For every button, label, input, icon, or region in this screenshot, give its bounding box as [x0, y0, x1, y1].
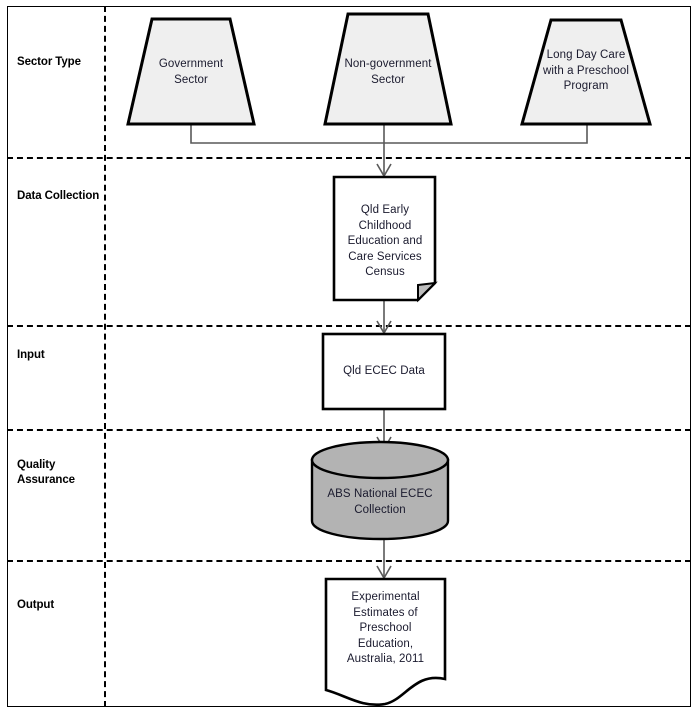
row-label-quality-assurance: Quality Assurance — [17, 459, 75, 486]
diagram-outer-border — [7, 6, 691, 707]
row-label-sector-type: Sector Type — [17, 56, 81, 68]
row-divider-sector-type — [7, 157, 691, 159]
node-qld-ecec-census[interactable] — [332, 175, 438, 303]
node-experimental-estimates[interactable] — [324, 577, 447, 707]
node-label-qld-ecec-census: Qld Early Childhood Education and Care S… — [347, 204, 423, 278]
row-label-output: Output — [17, 599, 55, 611]
node-abs-national-ecec-collection[interactable] — [310, 440, 450, 541]
left-branch-connector — [190, 124, 384, 144]
row-divider-quality-assurance — [7, 560, 691, 562]
node-government-sector[interactable] — [126, 17, 256, 126]
node-label-non-government-sector: Non-government Sector — [344, 58, 432, 86]
node-label-abs-national-ecec-collection: ABS National ECEC Collection — [327, 488, 433, 516]
census-to-data-arrow — [376, 300, 392, 335]
node-label-experimental-estimates: Experimental Estimates of Preschool Educ… — [346, 591, 425, 665]
node-label-long-day-care-preschool: Long Day Care with a Preschool Program — [543, 49, 629, 92]
column-divider — [104, 6, 106, 707]
node-long-day-care-preschool[interactable] — [520, 18, 652, 126]
node-non-government-sector[interactable] — [323, 12, 453, 126]
row-divider-input — [7, 429, 691, 431]
row-label-data-collection: Data Collection — [17, 190, 100, 202]
node-qld-ecec-data[interactable] — [321, 332, 447, 411]
node-label-government-sector: Government Sector — [158, 58, 224, 86]
row-label-input: Input — [17, 349, 45, 361]
census-arrow — [376, 124, 392, 178]
collection-to-output-arrow — [376, 539, 392, 580]
right-branch-connector — [384, 124, 588, 144]
row-divider-data-collection — [7, 325, 691, 327]
node-label-qld-ecec-data: Qld ECEC Data — [343, 365, 425, 377]
